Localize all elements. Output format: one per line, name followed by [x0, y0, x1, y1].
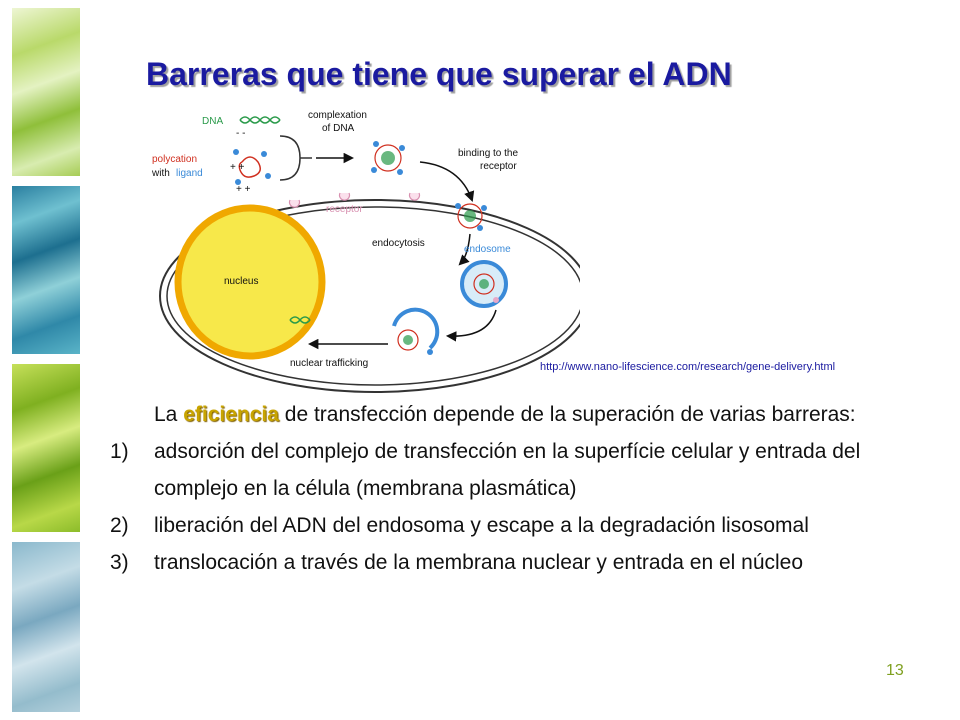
- list-item: 2) liberación del ADN del endosoma y esc…: [110, 507, 910, 544]
- decorative-strip-blue: [12, 186, 80, 354]
- gene-delivery-diagram: nucleus DNA - - + + + + polycation with …: [151, 110, 580, 393]
- dna-complex-icon: [371, 141, 405, 175]
- list-item-number: 2): [110, 514, 129, 537]
- label-dna: DNA: [202, 116, 223, 127]
- body-text: La eficiencia de transfección depende de…: [110, 396, 910, 581]
- page-number: 13: [886, 662, 904, 679]
- label-receptor-top: receptor: [480, 161, 517, 172]
- label-endosome: endosome: [464, 244, 511, 255]
- endosome-icon: [460, 260, 508, 308]
- label-receptor: receptor: [326, 204, 363, 215]
- endosome-escape-icon: [392, 307, 440, 355]
- svg-text:+ +: + +: [230, 162, 245, 173]
- label-polycation: polycation: [152, 154, 197, 165]
- list-item-text: liberación del ADN del endosoma y escape…: [154, 514, 809, 537]
- label-with: with: [151, 168, 170, 179]
- list-item: 3) translocación a través de la membrana…: [110, 544, 910, 581]
- source-url[interactable]: http://www.nano-lifescience.com/research…: [540, 361, 836, 373]
- intro-paragraph: La eficiencia de transfección depende de…: [110, 396, 910, 433]
- label-nuclear-trafficking: nuclear trafficking: [290, 358, 368, 369]
- arrow-endosome-escape: [445, 309, 497, 342]
- dna-nuclear-helix-icon: [289, 316, 311, 324]
- label-binding: binding to the: [458, 148, 518, 159]
- label-nucleus: nucleus: [224, 276, 258, 287]
- intro-before: La: [154, 403, 184, 426]
- complexation-bracket: [279, 135, 312, 181]
- decorative-strip-green: [12, 364, 80, 532]
- nucleus: [174, 204, 326, 360]
- dna-minus-signs: - -: [236, 128, 245, 139]
- label-complexation: complexation: [308, 110, 367, 121]
- label-endocytosis: endocytosis: [372, 238, 425, 249]
- cell-membrane-inner: [166, 206, 580, 386]
- list-item-number: 3): [110, 551, 129, 574]
- cell-membrane-outer: [159, 199, 580, 393]
- intro-highlight: eficiencia: [183, 403, 279, 426]
- label-of-dna: of DNA: [322, 123, 355, 134]
- svg-text:+ +: + +: [236, 184, 251, 195]
- label-ligand: ligand: [176, 168, 203, 179]
- dna-helix-icon: [239, 116, 281, 124]
- arrow-binding: [419, 161, 475, 202]
- decorative-strip-green-light: [12, 8, 80, 176]
- intro-after: de transfección depende de la superación…: [278, 403, 856, 426]
- list-item-number: 1): [110, 440, 129, 463]
- list-item-text: adsorción del complejo de transfección e…: [154, 440, 861, 500]
- arrow-endocytosis: [458, 233, 471, 266]
- polycation-cluster-icon: + + + +: [230, 149, 271, 195]
- slide-title: Barreras que tiene que superar el ADN: [146, 56, 732, 92]
- bound-complex-icon: [455, 203, 487, 231]
- list-item: 1) adsorción del complejo de transfecció…: [110, 433, 910, 507]
- list-item-text: translocación a través de la membrana nu…: [154, 551, 804, 574]
- decorative-strip-light-blue: [12, 542, 80, 712]
